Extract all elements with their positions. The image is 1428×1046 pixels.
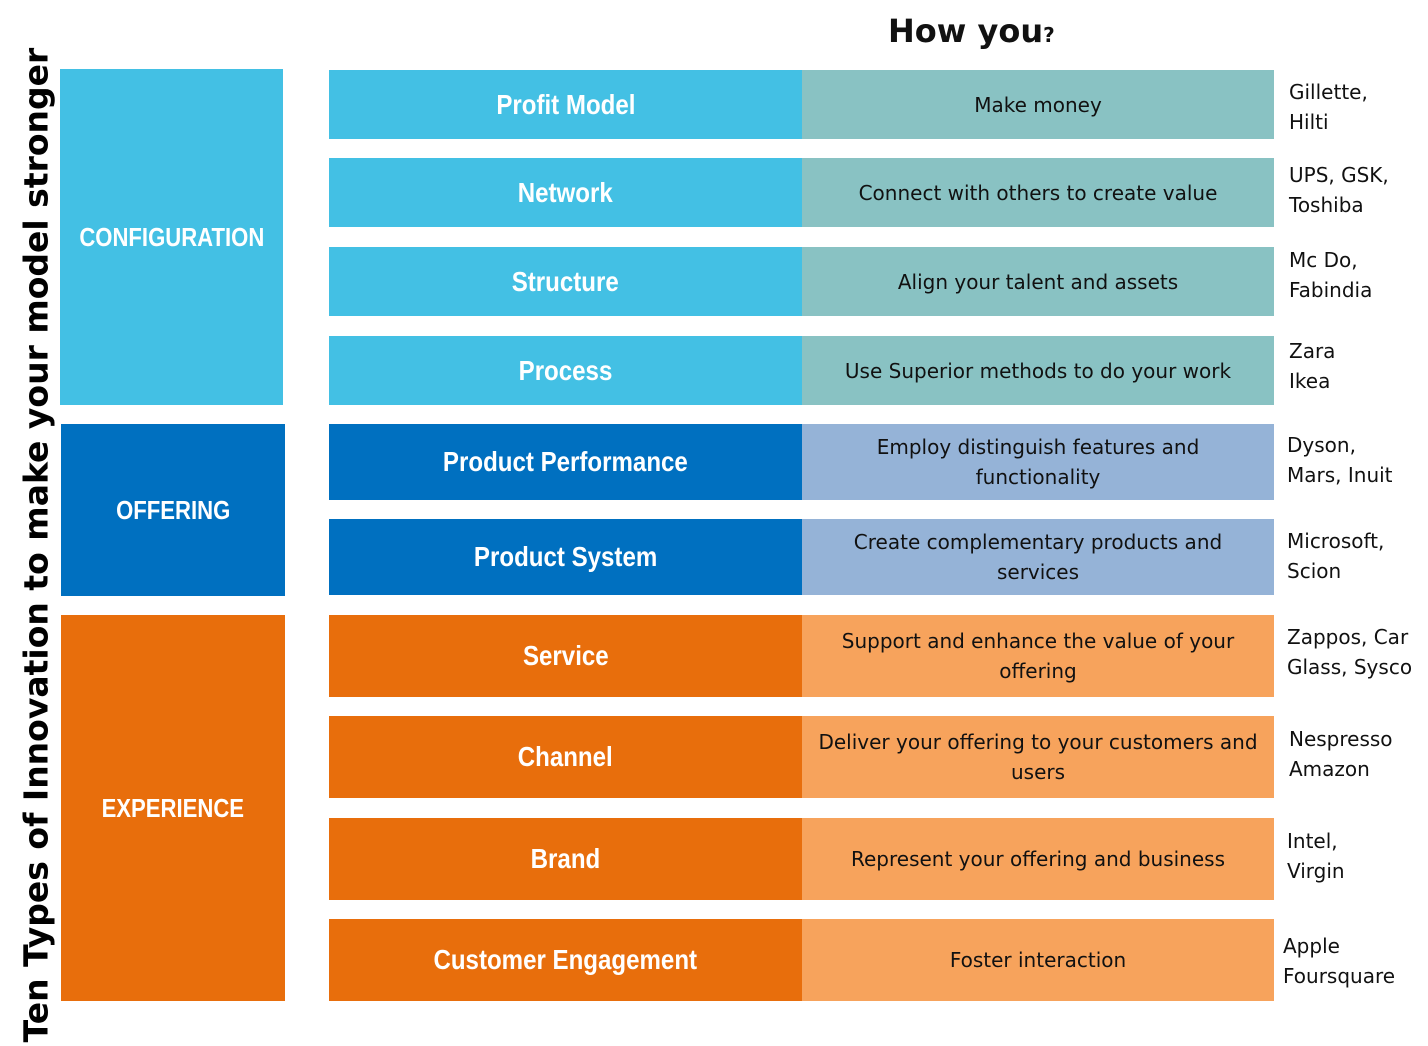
row-description: Support and enhance the value of your of… [802,615,1274,697]
row-name: Structure [511,265,620,297]
row-description: Foster interaction [802,919,1274,1001]
row-product-system: Product System Create complementary prod… [329,519,1274,595]
row-description: Deliver your offering to your customers … [802,716,1274,798]
row-service: Service Support and enhance the value of… [329,615,1274,697]
category-experience-label: EXPERIENCE [101,792,245,823]
category-offering-label: OFFERING [115,494,231,525]
row-name-box: Structure [329,247,802,316]
examples-product-system: Microsoft, Scion [1287,529,1385,583]
row-name-box: Channel [329,716,802,798]
category-configuration: CONFIGURATION [60,69,283,405]
row-description: Use Superior methods to do your work [802,336,1274,405]
row-description: Represent your offering and business [802,818,1274,900]
examples-brand: Intel, Virgin [1287,829,1345,883]
category-configuration-label: CONFIGURATION [79,221,264,252]
row-description: Make money [802,70,1274,139]
row-structure: Structure Align your talent and assets [329,247,1274,316]
row-name: Product System [473,541,658,572]
how-you-text: How you [888,12,1044,50]
row-name-box: Service [329,615,802,697]
examples-channel: Nespresso Amazon [1289,727,1393,781]
row-channel: Channel Deliver your offering to your cu… [329,716,1274,798]
row-description: Connect with others to create value [802,158,1274,227]
row-description: Create complementary products and servic… [802,519,1274,595]
examples-profit-model: Gillette, Hilti [1289,80,1368,134]
row-name-box: Customer Engagement [329,919,802,1001]
row-name-box: Network [329,158,802,227]
row-name-box: Profit Model [329,70,802,139]
row-name: Channel [517,741,614,772]
examples-customer-engagement: Apple Foursquare [1283,934,1396,988]
examples-structure: Mc Do, Fabindia [1289,248,1373,302]
examples-product-performance: Dyson, Mars, Inuit [1287,433,1393,487]
question-mark: ? [1043,23,1055,47]
how-you-heading: How you? [888,12,1055,50]
row-name: Brand [530,843,601,874]
category-offering: OFFERING [61,424,285,596]
examples-process: Zara Ikea [1289,339,1336,393]
row-name-box: Product Performance [329,424,802,500]
row-description: Align your talent and assets [802,247,1274,316]
row-name: Process [518,354,613,386]
row-name: Customer Engagement [433,944,698,975]
examples-network: UPS, GSK, Toshiba [1289,163,1389,217]
row-name: Network [517,176,614,208]
row-customer-engagement: Customer Engagement Foster interaction [329,919,1274,1001]
row-network: Network Connect with others to create va… [329,158,1274,227]
row-name-box: Product System [329,519,802,595]
row-product-performance: Product Performance Employ distinguish f… [329,424,1274,500]
row-name: Service [522,640,609,671]
side-title: Ten Types of Innovation to make your mod… [16,47,56,1043]
row-name: Product Performance [443,446,688,477]
row-brand: Brand Represent your offering and busine… [329,818,1274,900]
category-experience: EXPERIENCE [61,615,285,1001]
row-name-box: Brand [329,818,802,900]
row-name-box: Process [329,336,802,405]
row-process: Process Use Superior methods to do your … [329,336,1274,405]
row-description: Employ distinguish features and function… [802,424,1274,500]
row-profit-model: Profit Model Make money [329,70,1274,139]
row-name: Profit Model [495,88,636,120]
examples-service: Zappos, Car Glass, Sysco [1287,625,1413,679]
